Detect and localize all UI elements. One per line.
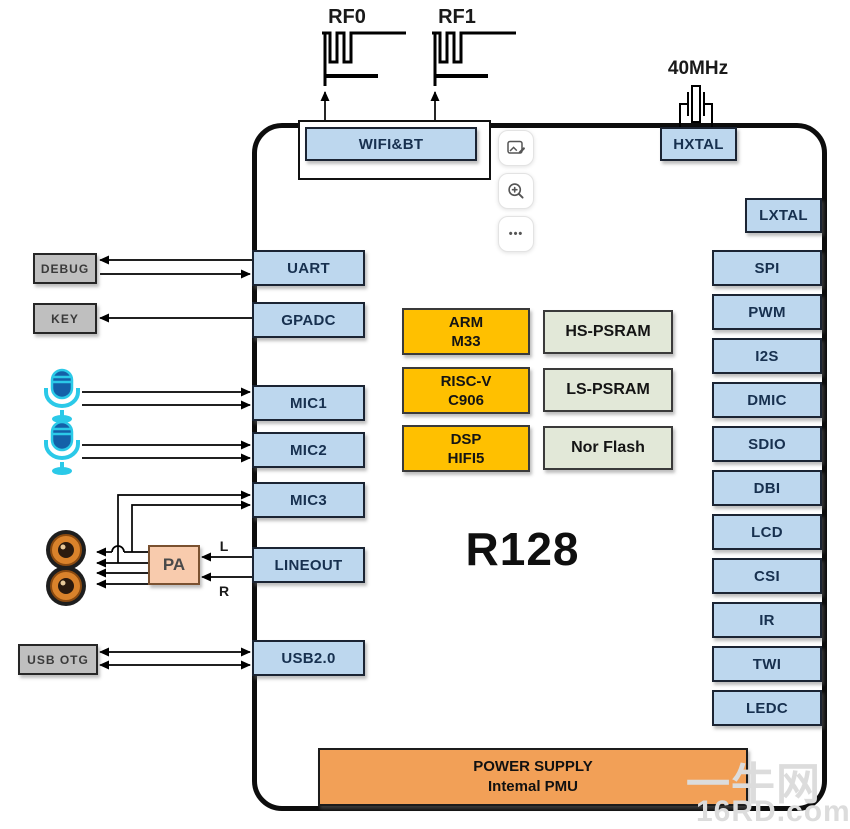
block-dsp-hifi5: DSP HIFI5 [402,425,530,472]
watermark-site-name: 一牛网 [686,760,821,809]
riscv-line1: RISC-V [440,372,492,390]
zoom-in-button[interactable] [498,173,534,209]
arm-line1: ARM [448,313,484,331]
port-sdio: SDIO [712,426,822,462]
zoom-in-icon [506,181,526,201]
speaker-top-icon [44,528,88,572]
crystal-symbol [679,85,713,127]
dsp-line1: DSP [450,430,482,448]
port-lineout: LINEOUT [252,547,365,583]
port-csi: CSI [712,558,822,594]
speaker-bottom-icon [44,564,88,608]
pa-amplifier-box: PA [148,545,200,585]
image-edit-icon [506,138,526,158]
block-wifi-bt: WIFI&BT [305,127,477,161]
rf0-antenna-symbol [322,31,406,86]
power-line2: Intemal PMU [487,778,578,795]
chip-name: R128 [465,523,580,575]
port-pwm: PWM [712,294,822,330]
usb-otg-box: USB OTG [18,644,98,675]
block-hs-psram: HS-PSRAM [543,310,673,354]
rf1-antenna-symbol [432,31,516,86]
riscv-line2: C906 [448,391,484,409]
port-ir: IR [712,602,822,638]
debug-box: DEBUG [33,253,97,284]
port-mic2: MIC2 [252,432,365,468]
port-ledc: LEDC [712,690,822,726]
port-usb2: USB2.0 [252,640,365,676]
port-gpadc: GPADC [252,302,365,338]
port-uart: UART [252,250,365,286]
port-dmic: DMIC [712,382,822,418]
power-line1: POWER SUPPLY [473,758,593,775]
block-ls-psram: LS-PSRAM [543,368,673,412]
block-power-supply: POWER SUPPLY Intemal PMU [318,748,748,806]
edit-image-button[interactable] [498,130,534,166]
dsp-line2: HIFI5 [447,449,485,467]
block-hxtal: HXTAL [660,127,737,161]
microphone1-icon [40,368,84,424]
port-i2s: I2S [712,338,822,374]
port-dbi: DBI [712,470,822,506]
port-lxtal: LXTAL [745,198,822,233]
rf0-label: RF0 [328,6,366,28]
arm-line2: M33 [451,332,481,350]
rf1-label: RF1 [438,6,476,28]
port-lcd: LCD [712,514,822,550]
block-arm-m33: ARM M33 [402,308,530,355]
more-options-button[interactable]: ••• [498,216,534,252]
right-port-column: SPI PWM I2S DMIC SDIO DBI LCD CSI IR TWI… [712,250,822,726]
port-mic3: MIC3 [252,482,365,518]
microphone2-icon [40,420,84,476]
port-twi: TWI [712,646,822,682]
lineout-left-channel-label: L [219,538,229,554]
more-options-icon: ••• [508,228,524,240]
lineout-right-channel-label: R [218,583,230,599]
watermark-site-url: 16RD.com [696,795,850,828]
block-nor-flash: Nor Flash [543,426,673,470]
key-box: KEY [33,303,97,334]
crystal-frequency-label: 40MHz [667,58,729,79]
port-spi: SPI [712,250,822,286]
block-riscv-c906: RISC-V C906 [402,367,530,414]
port-mic1: MIC1 [252,385,365,421]
